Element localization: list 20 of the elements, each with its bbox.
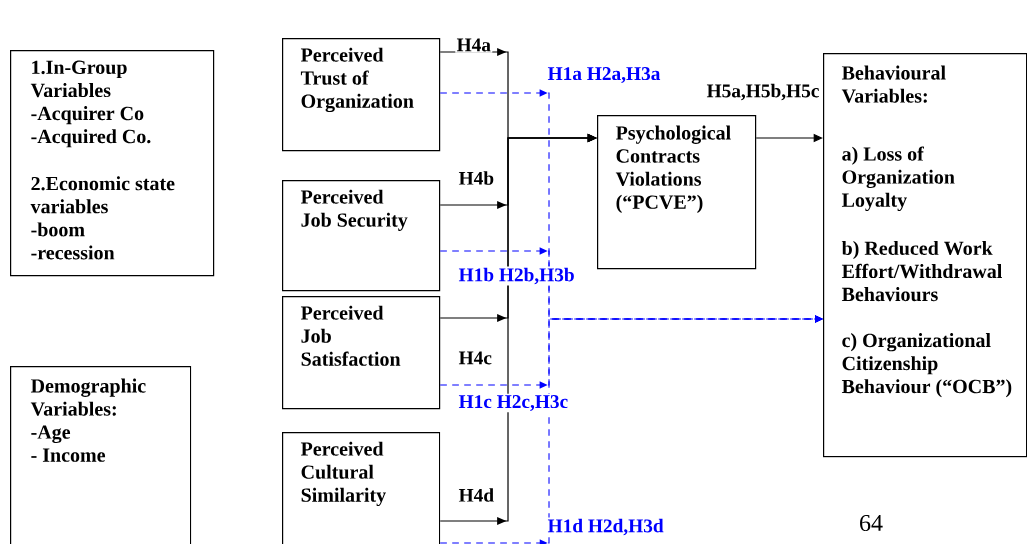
page-number: 64 <box>860 514 883 532</box>
edge-label: H4b <box>457 169 496 187</box>
variable-box: Perceived Trust of Organization <box>282 38 441 152</box>
variable-box: Perceived Cultural Similarity <box>282 432 441 544</box>
edge-label: H1c H2c,H3c <box>457 393 570 413</box>
variable-box: 1.In-Group Variables -Acquirer Co -Acquired Co. 2.Economic state variables -boom -recession <box>10 50 215 277</box>
arrow <box>439 133 597 525</box>
edge-label: H1a H2a,H3a <box>546 65 662 85</box>
outcome-box: Behavioural Variables: a) Loss of Organization Loyalty b) Reduced Work Effort/Withdrawal Behaviours c) Organizational Citizenship Behaviour (“OCB”) <box>823 53 1027 458</box>
variable-box: Perceived Job Security <box>282 180 441 292</box>
variable-box: Perceived Job Satisfaction <box>282 296 441 410</box>
arrow <box>439 315 823 544</box>
mediator-box: Psychological Contracts Violations (“PCVE”) <box>597 115 757 270</box>
variable-box: Demographic Variables: -Age - Income <box>10 366 192 544</box>
edge-label: H4d <box>457 486 496 504</box>
edge-label: H4c <box>457 350 494 366</box>
edge-label: H5a,H5b,H5c <box>705 82 821 102</box>
edge-label: H4a <box>455 37 493 53</box>
edge-label: H1b H2b,H3b <box>457 266 576 286</box>
edge-label: H1d H2d,H3d <box>546 517 665 537</box>
